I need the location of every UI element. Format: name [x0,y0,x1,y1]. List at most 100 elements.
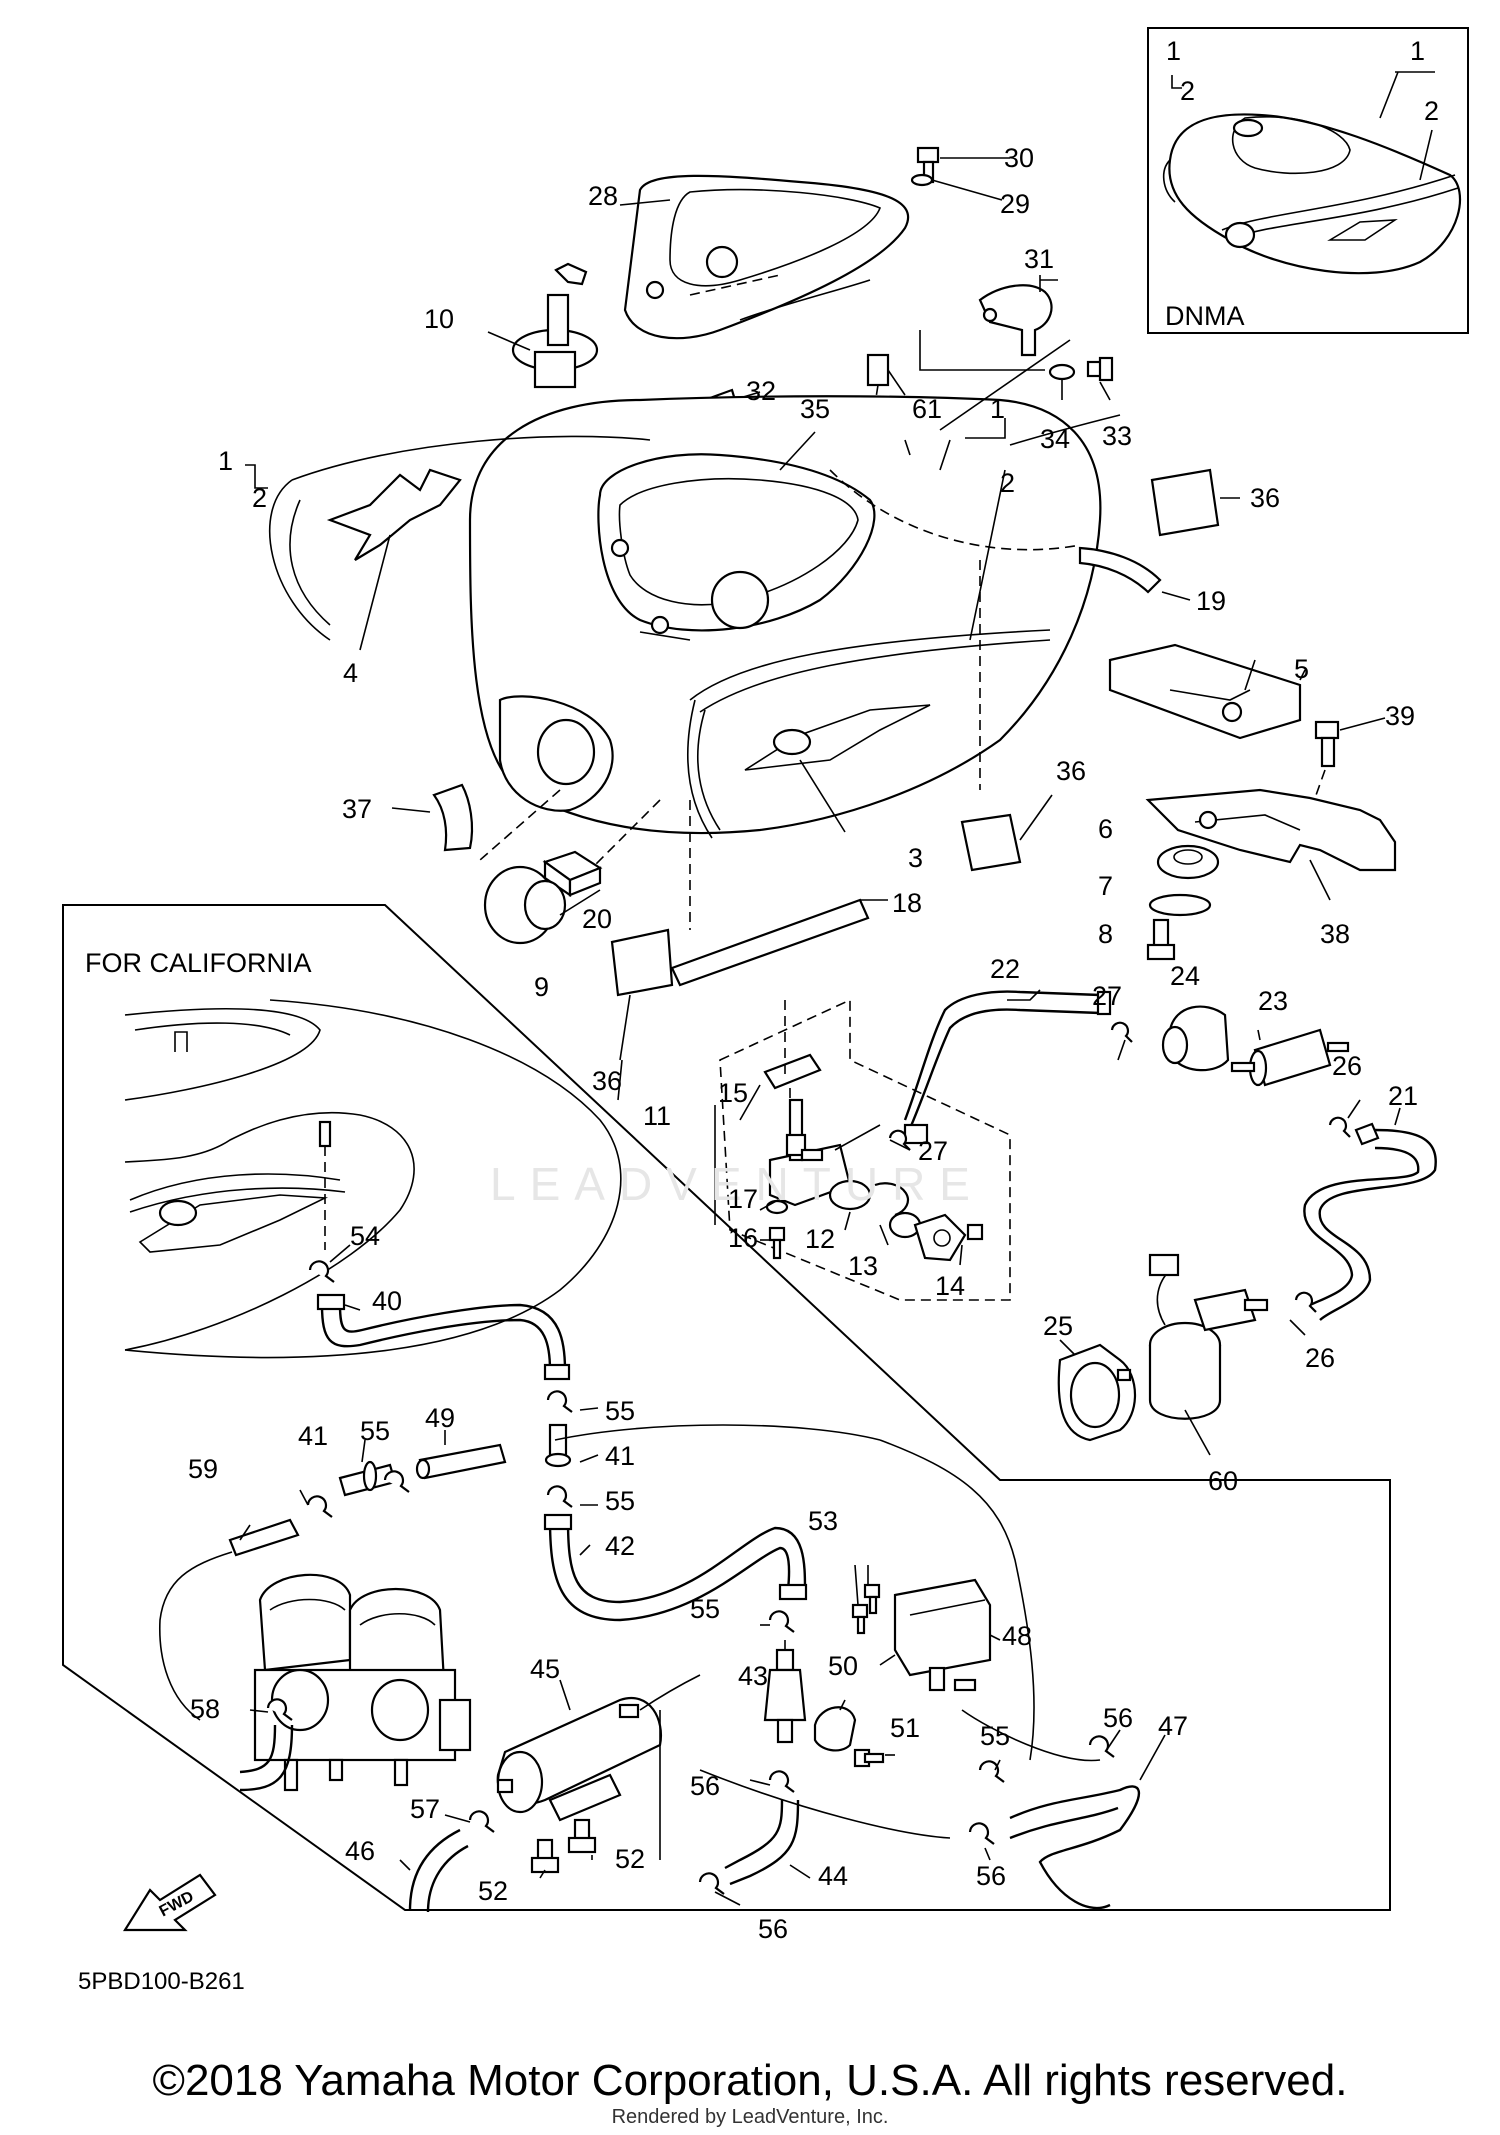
callout-2-tank: 2 [1000,468,1015,498]
hose-46 [408,1828,469,1913]
callout-37: 37 [342,794,372,824]
washer-29 [910,173,934,187]
bolt-39 [1314,717,1386,768]
callout-49: 49 [425,1403,455,1433]
hose-59 [228,1518,300,1557]
callout-13: 13 [848,1251,878,1281]
washer-34 [1048,363,1076,381]
clamp-55-f [978,1760,1005,1783]
callout-56-mid: 56 [690,1771,720,1801]
callout-47: 47 [1158,1711,1188,1741]
bolt-30 [916,146,1010,184]
pad-36-bottom [610,928,674,997]
callout-32: 32 [746,376,776,406]
callout-15: 15 [718,1078,748,1108]
callout-4: 4 [343,658,358,688]
callout-27-top: 27 [1092,981,1122,1011]
screw-16 [768,1226,786,1260]
callout-53: 53 [808,1506,838,1536]
callout-46: 46 [345,1836,375,1866]
clamp-55-c [383,1470,410,1493]
callout-43: 43 [738,1661,768,1691]
callout-6: 6 [1098,814,1113,844]
callout-2-inset-a: 2 [1180,76,1195,106]
petcock-11 [768,1098,881,1207]
callout-54: 54 [350,1221,380,1251]
bracket-31 [978,275,1053,357]
callout-1-inset-b: 1 [1410,36,1425,66]
leader-lines [239,199,1401,1906]
hose-47 [1009,1785,1140,1910]
callout-1-left: 1 [218,446,233,476]
callout-2-left: 2 [252,483,267,513]
callout-26-bottom: 26 [1305,1343,1335,1373]
washer-7 [1148,893,1212,917]
watermark: LEADVENTURE [490,1158,984,1210]
callout-41-left: 41 [298,1421,328,1451]
callout-55-left: 55 [360,1416,390,1446]
clamp-56-b [698,1872,725,1895]
inset-label: DNMA [1165,301,1245,331]
callout-7: 7 [1098,871,1113,901]
callout-52-b: 52 [615,1844,645,1874]
stripe-2-left [269,435,651,641]
pad-36-mid [960,813,1022,872]
callout-30: 30 [1004,143,1034,173]
callout-51: 51 [890,1713,920,1743]
copyright-text: ©2018 Yamaha Motor Corporation, U.S.A. A… [152,2056,1348,2105]
callout-57: 57 [410,1794,440,1824]
emblem-4 [326,468,462,651]
callout-55-c: 55 [690,1594,720,1624]
callout-20: 20 [582,904,612,934]
bracket-5 [1108,643,1306,740]
callout-9: 9 [534,972,549,1002]
joint-43 [763,1648,807,1744]
callout-31: 31 [1024,244,1054,274]
callout-8: 8 [1098,919,1113,949]
callout-3: 3 [908,843,923,873]
clamp-26-a [1328,1116,1351,1138]
joint-41-a [544,1423,572,1468]
clamp-55-b [546,1485,573,1508]
screw-53 [851,1583,881,1635]
callout-40: 40 [372,1286,402,1316]
clamp-27-a [1110,1021,1133,1043]
callout-55-a: 55 [605,1396,635,1426]
callout-33: 33 [1102,421,1132,451]
callout-58: 58 [190,1694,220,1724]
callout-27-mid: 27 [918,1136,948,1166]
callout-29: 29 [1000,189,1030,219]
callout-26-top: 26 [1332,1051,1362,1081]
callout-60: 60 [1208,1466,1238,1496]
callout-19: 19 [1196,586,1226,616]
callout-14: 14 [935,1271,965,1301]
california-tank [124,999,622,1359]
callout-56-bottom: 56 [758,1914,788,1944]
tank-cover [623,174,910,340]
damper-18 [670,898,888,987]
carburetor [253,1573,472,1792]
callout-23: 23 [1258,986,1288,1016]
fuel-cap-10 [487,262,599,389]
damper-9 [483,865,567,945]
clamp-56-c [968,1822,995,1845]
callout-10: 10 [424,304,454,334]
callout-56-right: 56 [1103,1703,1133,1733]
joint-41-b [338,1460,397,1497]
callout-36-top: 36 [1250,483,1280,513]
callout-5: 5 [1294,654,1309,684]
callout-2-inset-b: 2 [1424,96,1439,126]
callout-48: 48 [1002,1621,1032,1651]
callout-34: 34 [1040,424,1070,454]
callout-61: 61 [912,394,942,424]
callout-11: 11 [643,1101,671,1131]
callout-59: 59 [188,1454,218,1484]
callout-50: 50 [828,1651,858,1681]
hose-22 [903,990,1101,1121]
collar-61 [866,353,890,387]
screw-51 [853,1748,885,1768]
callout-21: 21 [1388,1081,1418,1111]
clamp-56-a [768,1770,795,1793]
clamp-55-d [306,1495,333,1518]
clamp-56-d [1088,1735,1115,1758]
